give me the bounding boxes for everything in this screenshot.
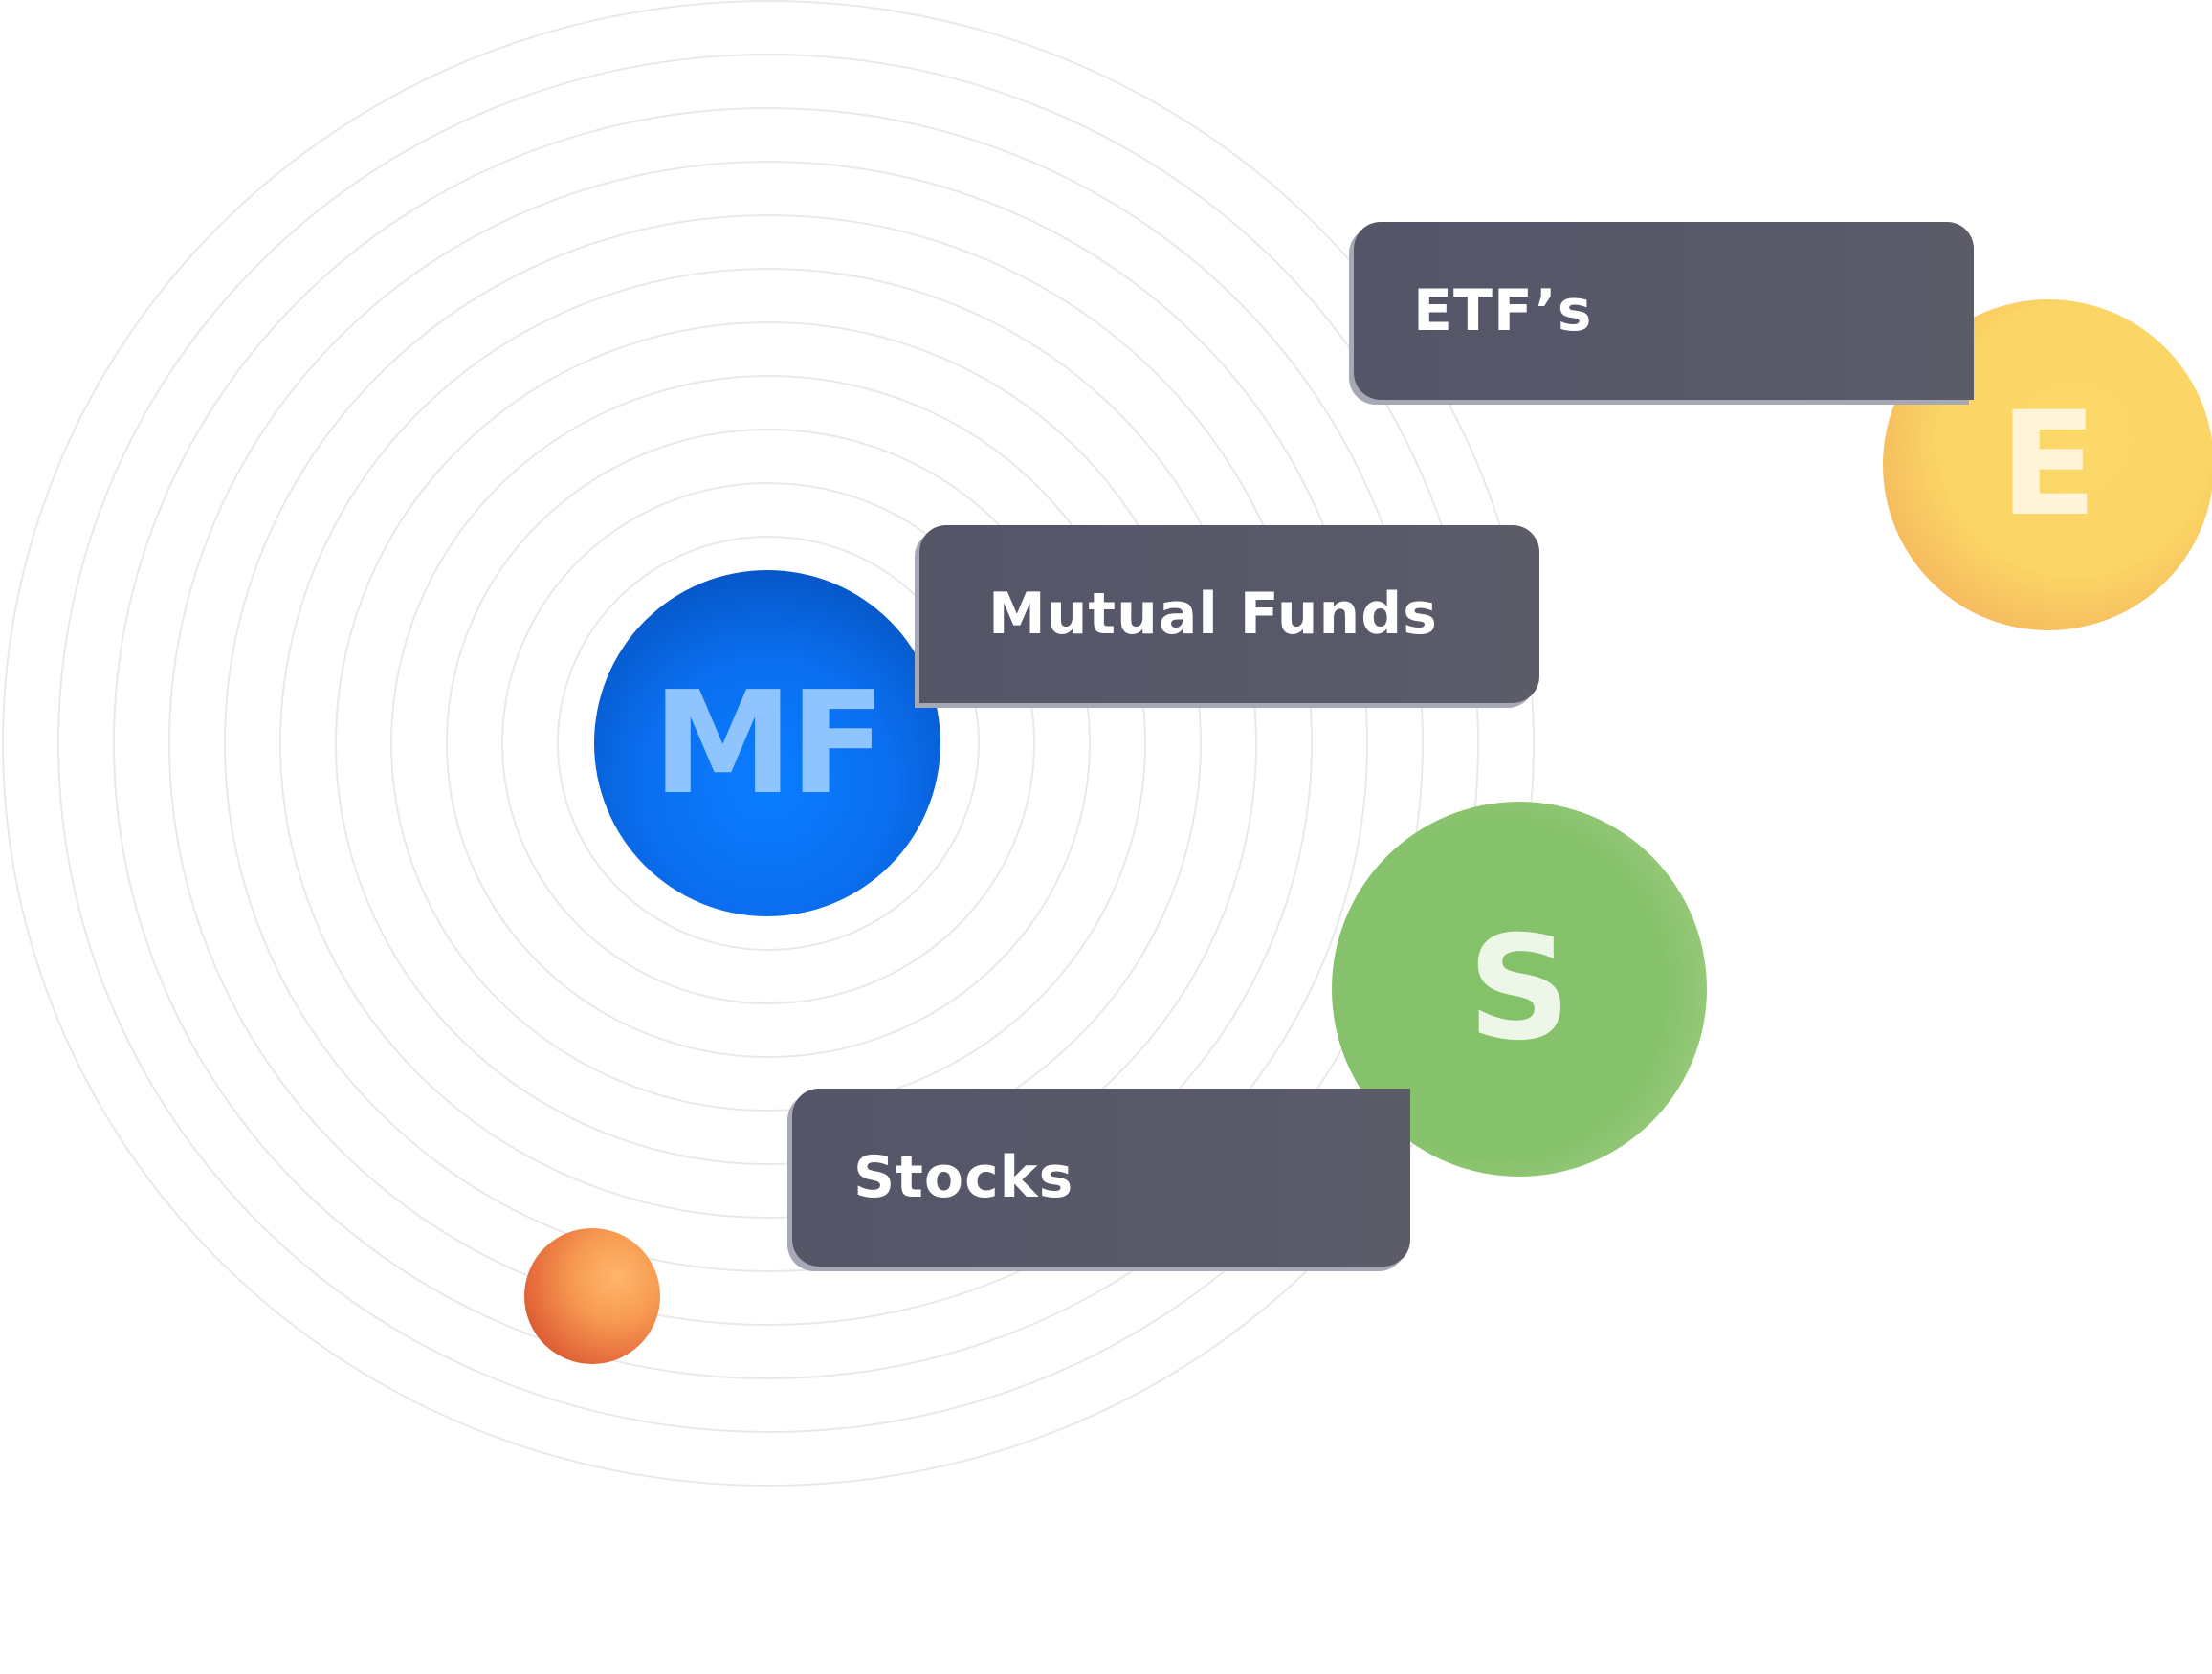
stocks-label: Stocks	[853, 1144, 1074, 1211]
etf-chip[interactable]: ETF’s	[1354, 222, 1974, 400]
mutual-funds-chip[interactable]: Mutual Funds	[919, 525, 1539, 703]
stocks-badge-text: S	[1467, 906, 1572, 1072]
mutual-funds-label: Mutual Funds	[988, 581, 1438, 648]
etf-badge-text: E	[1999, 382, 2098, 548]
mutual-funds-badge-text: MF	[652, 661, 886, 826]
mutual-funds-badge: MF	[594, 570, 940, 916]
small-orange-orb	[524, 1228, 660, 1364]
etf-label: ETF’s	[1413, 277, 1593, 344]
stocks-chip[interactable]: Stocks	[792, 1089, 1410, 1267]
